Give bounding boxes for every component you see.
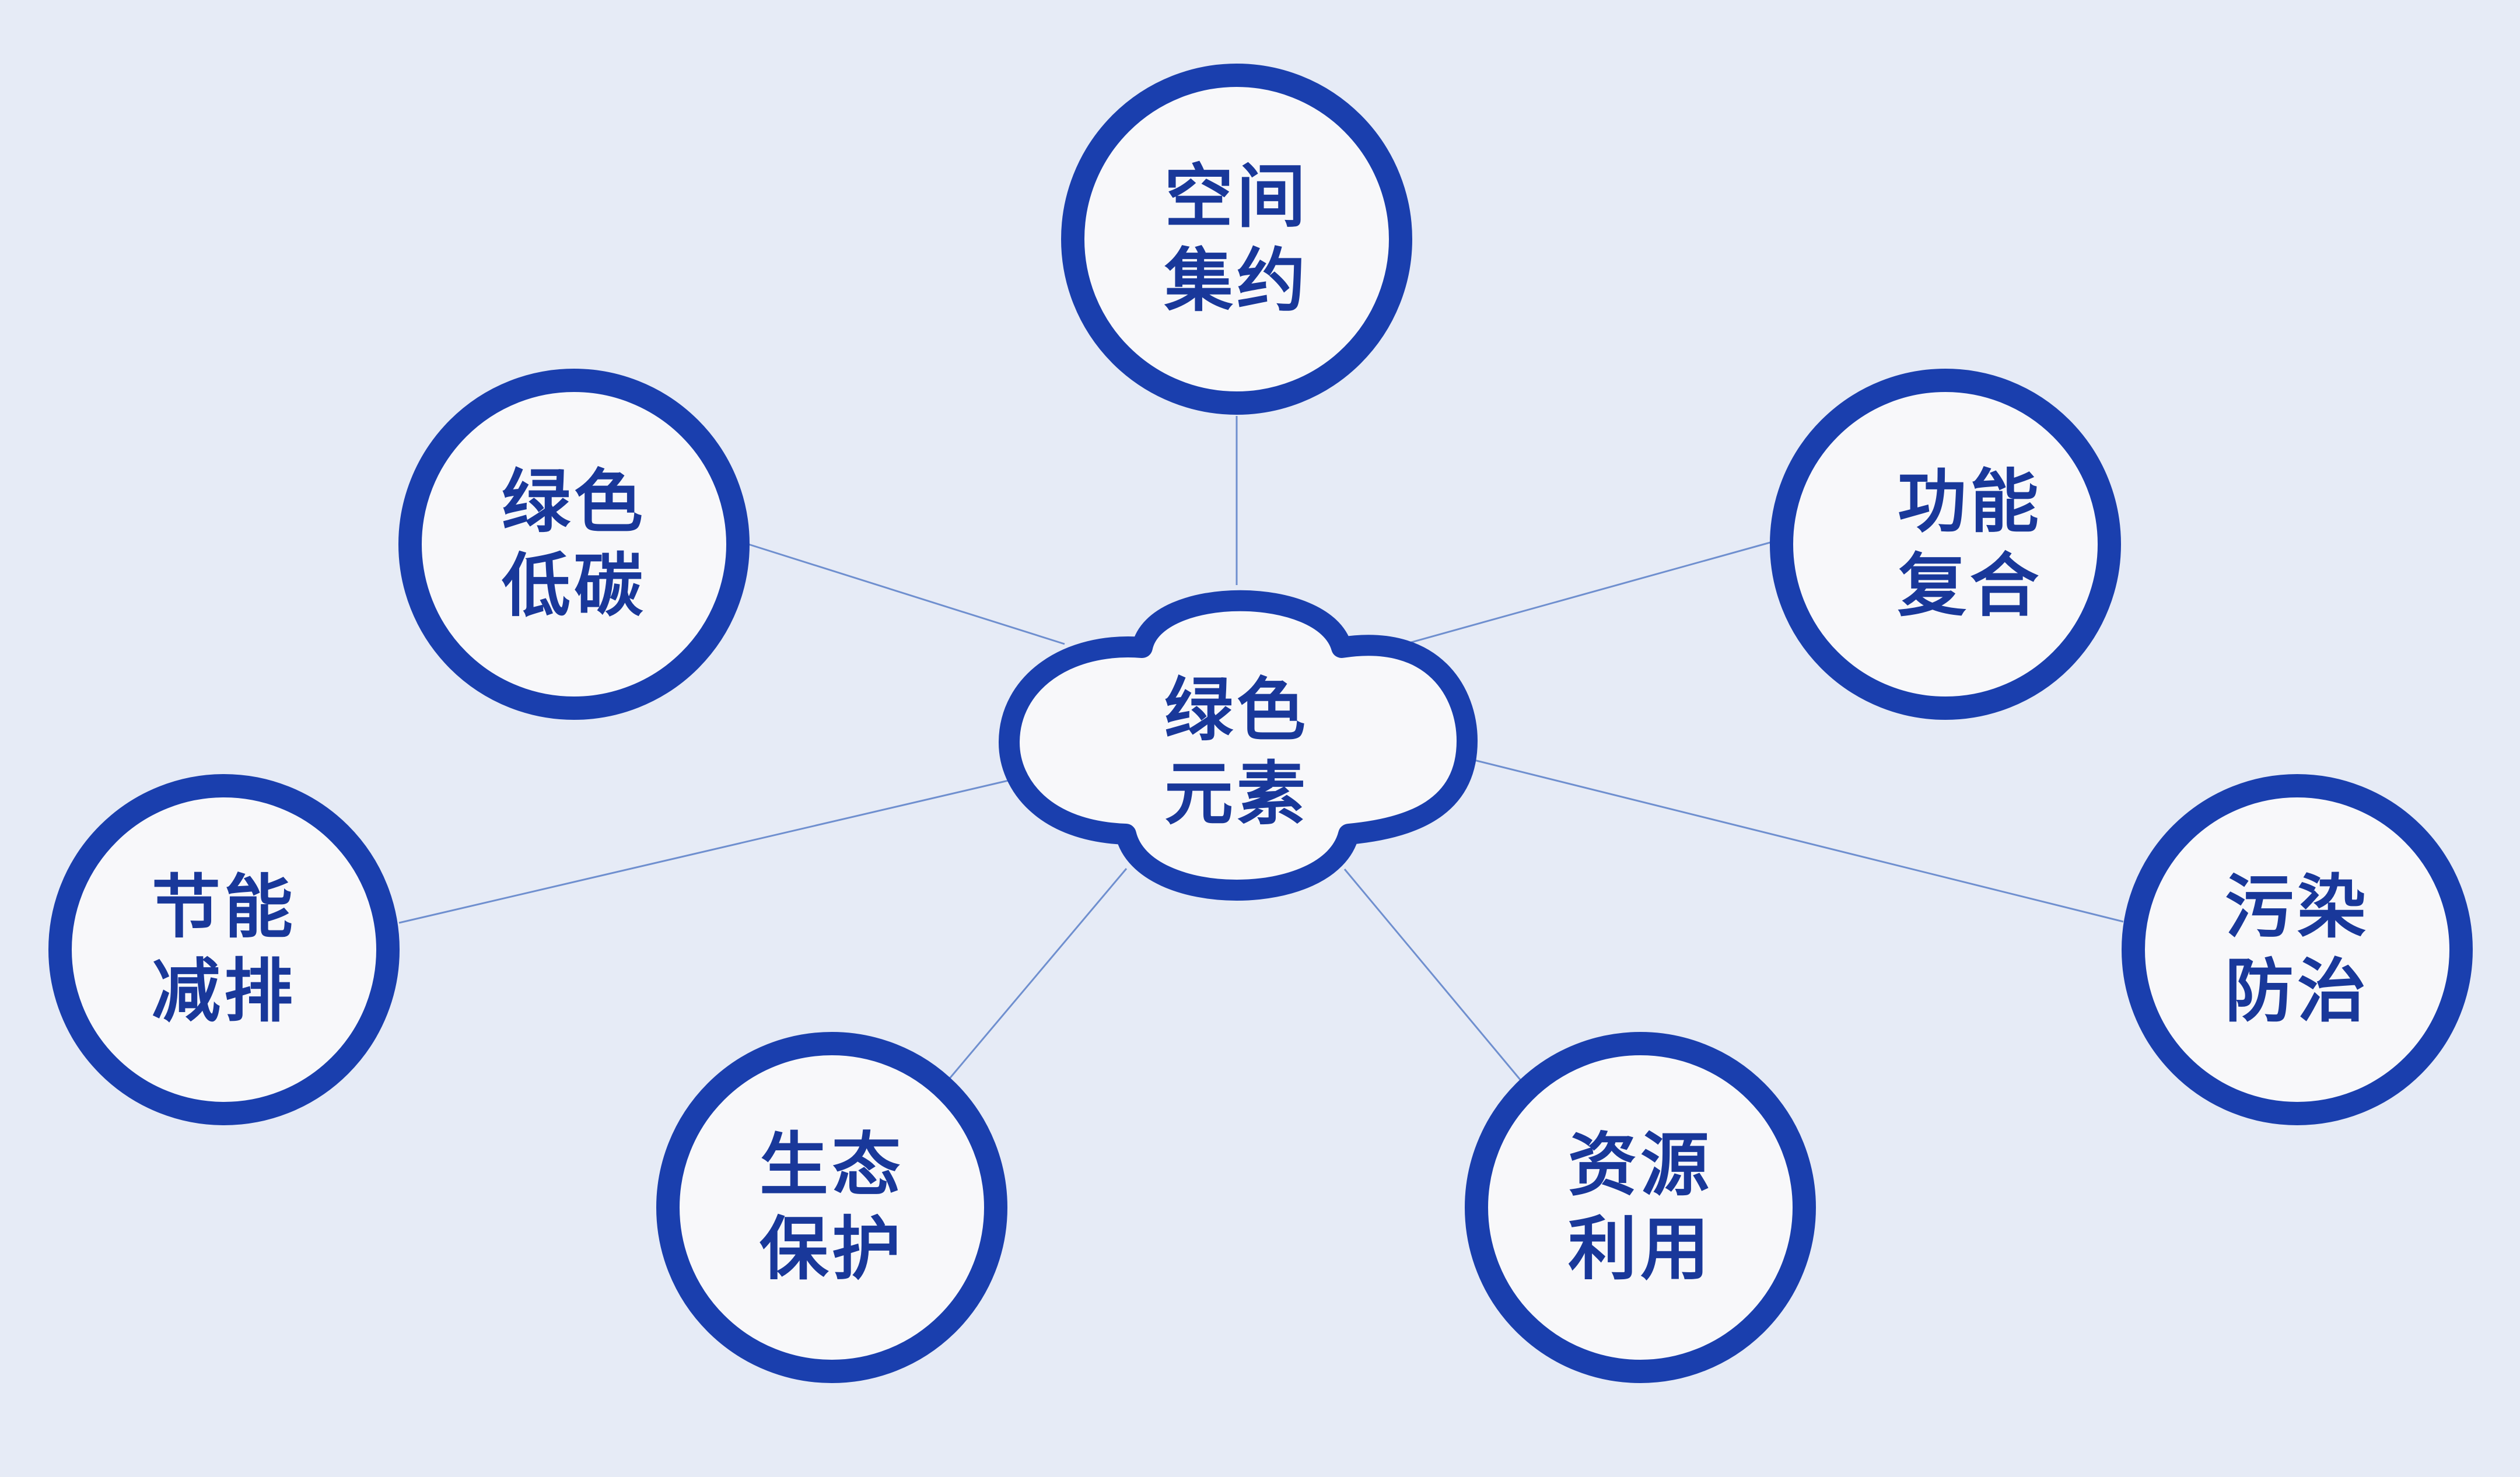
connector-lvse — [748, 543, 1065, 645]
connector-gongneng — [1402, 541, 1773, 646]
node-circle-gongneng — [1770, 369, 2121, 720]
node-circle-kongjian — [1061, 64, 1412, 415]
center-cloud — [999, 590, 1478, 901]
node-circle-ziyuan — [1465, 1032, 1816, 1383]
connector-lines — [398, 416, 2124, 1081]
connector-jieneng — [398, 779, 1012, 924]
connector-ziyuan — [1343, 869, 1522, 1081]
node-circles — [48, 64, 2473, 1383]
connector-shengtai — [947, 868, 1128, 1080]
node-circle-lvse — [398, 369, 750, 720]
connector-wuran — [1471, 758, 2124, 923]
node-circle-jieneng — [48, 774, 400, 1125]
node-circle-shengtai — [656, 1032, 1007, 1383]
node-circle-wuran — [2122, 774, 2473, 1125]
